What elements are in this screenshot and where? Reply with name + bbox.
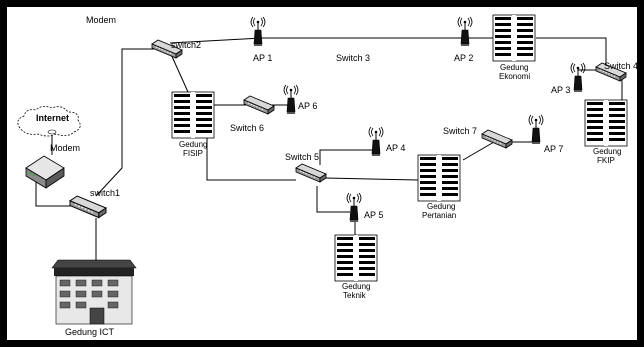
building-ekonomi-icon <box>493 15 535 61</box>
ekonomi-label-1: Gedung <box>500 63 528 72</box>
ap5-icon <box>347 193 361 222</box>
gedung-ict-label: Gedung ICT <box>65 327 115 337</box>
internet-label: Internet <box>36 113 69 123</box>
switch6-label: Switch 6 <box>230 123 264 133</box>
network-links <box>36 38 622 260</box>
building-pertanian-icon <box>418 155 460 201</box>
link-ekonomi-switch4 <box>536 38 606 66</box>
switch2-label: switch2 <box>171 40 201 50</box>
teknik-label-2: Teknik <box>343 291 367 300</box>
ap1-icon <box>251 17 265 46</box>
switch7-label: Switch 7 <box>443 126 477 136</box>
fkip-label-1: Gedung <box>593 147 621 156</box>
link-switch5-ap4 <box>320 150 375 165</box>
fisip-label-1: Gedung <box>179 140 207 149</box>
ap6-icon <box>284 85 298 114</box>
link-switch5-ap5 <box>317 186 350 212</box>
ap2-icon <box>458 17 472 46</box>
ap4-icon <box>369 127 383 156</box>
fkip-label-2: FKIP <box>597 156 615 165</box>
building-fisip-icon <box>172 92 214 138</box>
building-teknik-icon <box>335 235 377 281</box>
link-switch5-pertanian <box>325 178 418 180</box>
switch4-label: Switch 4 <box>604 61 638 71</box>
modem-icon <box>26 156 64 188</box>
link-backbone <box>170 38 493 43</box>
building-fkip-icon <box>585 100 627 146</box>
link-switch2-switch1 <box>96 49 158 196</box>
pertanian-label-1: Gedung <box>427 202 455 211</box>
ap3-icon <box>571 63 585 92</box>
ap7-label: AP 7 <box>544 144 563 154</box>
switch1-label: switch1 <box>90 188 120 198</box>
ap2-label: AP 2 <box>454 53 473 63</box>
ap1-label: AP 1 <box>253 53 272 63</box>
link-pertanian-switch7 <box>463 142 494 160</box>
ap4-label: AP 4 <box>386 143 405 153</box>
link-switch2-fisip <box>170 52 188 92</box>
ap6-label: AP 6 <box>298 101 317 111</box>
switch7-icon <box>482 130 512 148</box>
ekonomi-label-2: Ekonomi <box>499 72 530 81</box>
link-fisip-switch5 <box>207 138 296 180</box>
pertanian-label-2: Pertanian <box>422 211 456 220</box>
building-ict-icon <box>52 260 136 324</box>
teknik-label-1: Gedung <box>342 282 370 291</box>
fisip-label-2: FISIP <box>183 149 203 158</box>
ap7-icon <box>529 115 543 144</box>
modem-label: Modem <box>50 143 80 153</box>
ap5-label: AP 5 <box>364 210 383 220</box>
switch5-icon <box>296 164 326 182</box>
switch5-label: Switch 5 <box>285 152 319 162</box>
switch3-label: Switch 3 <box>336 53 370 63</box>
ap3-label: AP 3 <box>551 85 570 95</box>
switch6-icon <box>244 96 274 114</box>
switch1-icon <box>70 196 106 218</box>
modem-top-label: Modem <box>86 15 116 25</box>
